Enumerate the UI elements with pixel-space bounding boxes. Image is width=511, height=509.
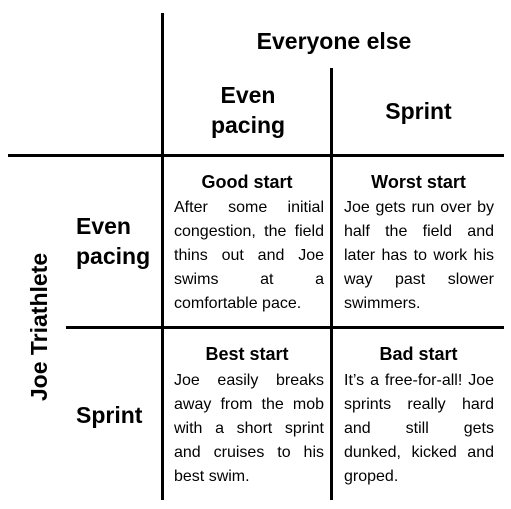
grid-line-horizontal-main	[8, 154, 504, 157]
cell-good-start-text: After some initial congestion, the field…	[174, 199, 324, 312]
grid-line-horizontal-middle	[66, 326, 504, 329]
cell-bad-start-title: Bad start	[379, 344, 458, 364]
cell-best-start-text: Joe easily breaks away from the mob with…	[174, 372, 324, 485]
grid-line-vertical-middle	[330, 68, 333, 500]
row-header-sprint: Sprint	[76, 402, 143, 428]
row-group-label: Joe Triathlete	[26, 252, 52, 402]
grid-line-vertical-main	[161, 13, 164, 500]
cell-best-start-title: Best start	[205, 344, 289, 364]
column-group-label: Everyone else	[256, 28, 412, 54]
cell-worst-start-text: Joe gets run over by half the field and …	[344, 199, 494, 312]
cell-bad-start-text: It’s a free-for-all! Joe sprints really …	[344, 372, 494, 485]
row-header-even-pacing: Even pacing	[76, 213, 151, 269]
column-header-even-pacing: Even pacing	[210, 82, 286, 138]
cell-good-start-title: Good start	[201, 172, 293, 192]
column-header-sprint: Sprint	[385, 98, 452, 124]
cell-worst-start-title: Worst start	[371, 172, 466, 192]
